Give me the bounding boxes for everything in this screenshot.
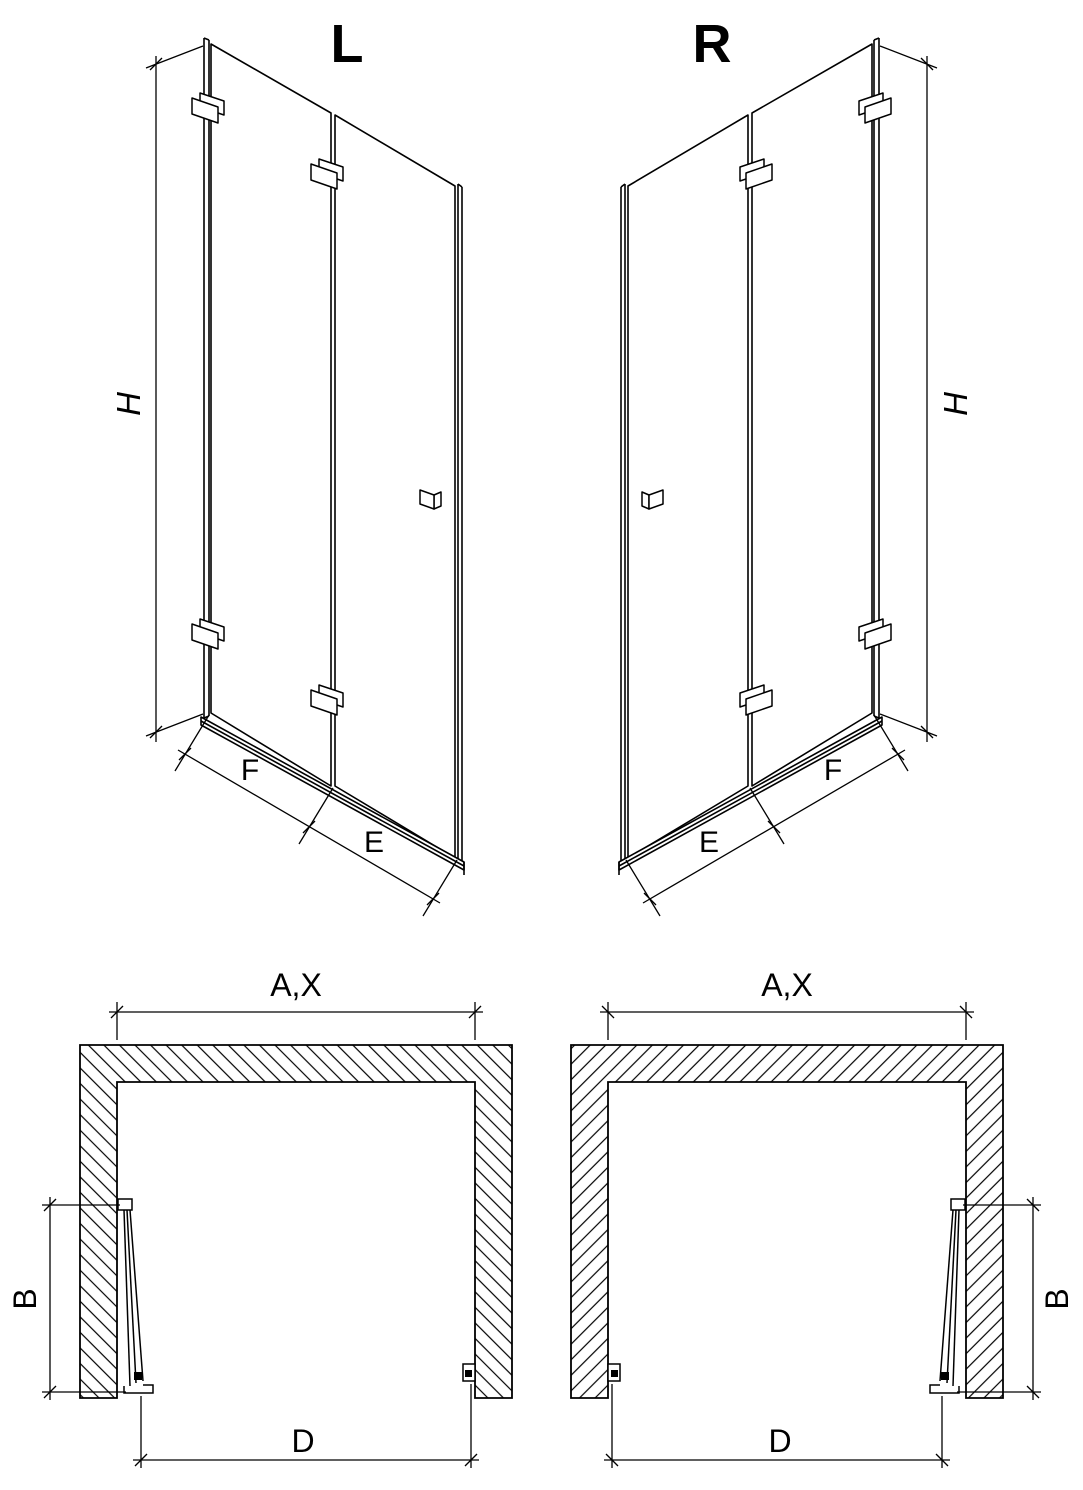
dim-label-opening-width-left: A,X [270, 967, 322, 1003]
dim-label-f-right: F [824, 754, 842, 787]
left-plan-view [41, 1001, 513, 1469]
dim-label-height-left: H [110, 392, 147, 416]
dim-label-fold-depth-right: B [1039, 1288, 1075, 1309]
dim-label-opening-width-right: A,X [761, 967, 813, 1003]
right-plan-view [570, 1001, 1042, 1469]
left-door-perspective [146, 38, 464, 916]
label-left-variant: L [331, 14, 364, 74]
dim-label-e-left: E [364, 826, 384, 859]
dim-label-e-right: E [699, 826, 719, 859]
dim-label-height-right: H [937, 392, 974, 416]
dim-label-f-left: F [241, 754, 259, 787]
dim-label-clear-width-left: D [291, 1423, 314, 1459]
dim-label-fold-depth-left: B [7, 1288, 43, 1309]
label-right-variant: R [693, 14, 732, 74]
right-door-perspective [619, 38, 937, 916]
dim-label-clear-width-right: D [768, 1423, 791, 1459]
